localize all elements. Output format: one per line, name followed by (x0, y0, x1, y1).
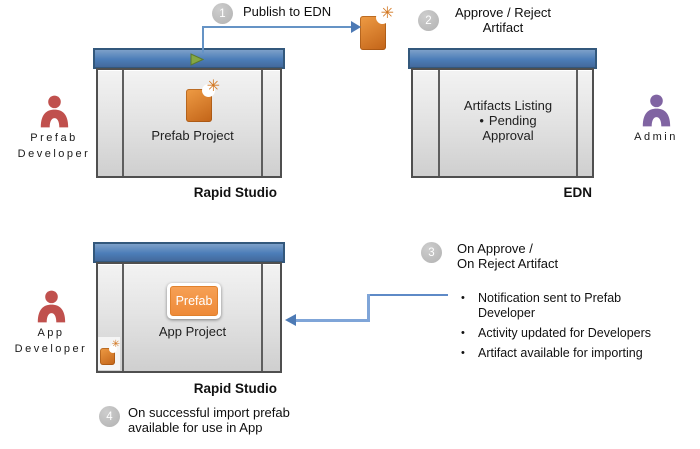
prefab-developer-label: Prefab Developer (17, 132, 91, 160)
title-bar (408, 48, 597, 69)
imported-artifact-icon: ✳ (100, 340, 120, 365)
prefab-project-label: Prefab Project (151, 128, 234, 143)
approval-notes-list: •Notification sent to Prefab Developer •… (461, 291, 663, 366)
app-project-label: App Project (158, 324, 227, 339)
actor-admin: Admin (619, 92, 693, 146)
app-developer-label: App Developer (14, 327, 88, 355)
bullet-icon: • (461, 347, 465, 359)
title-bar (93, 242, 285, 263)
approve-arrow-lower (295, 319, 370, 322)
admin-person-icon (642, 94, 670, 127)
step-1-label: Publish to EDN (243, 4, 332, 19)
bullet-icon: • (461, 292, 465, 304)
window-body (411, 68, 594, 178)
prefab-developer-person-icon (40, 95, 68, 128)
panel-divider (122, 264, 124, 371)
play-icon (190, 53, 204, 66)
publish-arrowhead-icon (351, 21, 361, 33)
panel-divider (576, 70, 578, 176)
window-rapid-studio-top (93, 48, 285, 178)
window-edn (408, 48, 597, 178)
rapid-studio-caption-top: Rapid Studio (193, 185, 277, 200)
publish-arrow-horizontal (202, 26, 352, 28)
title-bar (93, 48, 285, 69)
prefab-chip-label: Prefab (170, 286, 218, 316)
publish-arrow-vertical (202, 27, 204, 53)
new-star-icon: ✳ (206, 76, 220, 95)
published-artifact-icon: ✳ (360, 5, 394, 50)
new-star-icon: ✳ (111, 339, 120, 350)
approve-arrow-vertical (367, 294, 370, 321)
new-star-icon: ✳ (380, 3, 394, 22)
rapid-studio-caption-bottom: Rapid Studio (193, 381, 277, 396)
app-developer-person-icon (37, 290, 65, 323)
step-4-badge: 4 (99, 406, 120, 427)
artifacts-listing-item: •Pending Approval (479, 113, 537, 143)
admin-label: Admin (634, 131, 678, 143)
artifacts-listing-title: Artifacts Listing (463, 98, 553, 113)
step-3-label: On Approve / On Reject Artifact (457, 241, 559, 271)
step-2-badge: 2 (418, 10, 439, 31)
bullet-icon: • (461, 327, 465, 339)
approve-arrow-upper (368, 294, 448, 296)
actor-app-developer: App Developer (5, 288, 97, 358)
approve-arrowhead-icon (285, 314, 296, 326)
edn-caption: EDN (563, 185, 592, 200)
panel-divider (261, 264, 263, 371)
panel-divider (261, 70, 263, 176)
step-3-badge: 3 (421, 242, 442, 263)
artifacts-listing-block: Artifacts Listing •Pending Approval (438, 98, 578, 143)
prefab-chip: Prefab (167, 283, 221, 319)
step-4-label: On successful import prefab available fo… (128, 405, 290, 435)
actor-prefab-developer: Prefab Developer (8, 93, 100, 163)
step-1-badge: 1 (212, 3, 233, 24)
step-2-label: Approve / Reject Artifact (454, 5, 552, 35)
window-body (96, 68, 282, 178)
panel-divider (122, 70, 124, 176)
list-item: •Activity updated for Developers (461, 326, 652, 340)
prefab-artifact-icon: ✳ (186, 78, 220, 122)
panel-divider (438, 70, 440, 176)
bullet-icon: • (479, 113, 484, 128)
list-item: •Artifact available for importing (461, 346, 643, 360)
list-item: •Notification sent to Prefab Developer (461, 291, 622, 320)
